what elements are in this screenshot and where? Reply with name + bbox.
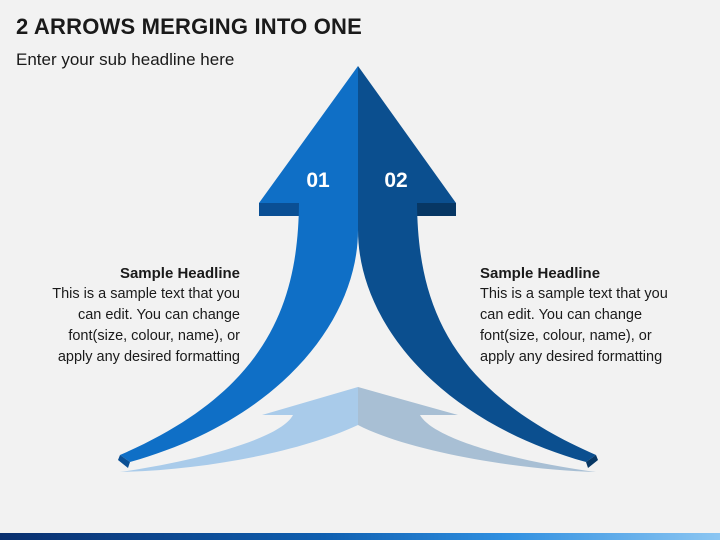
right-headline: Sample Headline — [480, 265, 601, 282]
ghost-arrow-right — [358, 387, 596, 472]
ghost-arrow-left — [120, 387, 358, 472]
arrow-02-shadow — [417, 203, 456, 216]
footer-bar — [0, 533, 720, 540]
arrow-01-edge — [118, 455, 130, 468]
arrow-02-edge — [586, 455, 598, 468]
arrow-01-shadow — [259, 203, 299, 216]
left-text-block: Sample Headline This is a sample text th… — [40, 263, 240, 368]
left-headline: Sample Headline — [119, 265, 240, 282]
left-body-line: This is a sample text that you — [52, 286, 240, 302]
arrow-01-number: 01 — [306, 169, 330, 192]
left-body-line: font(size, colour, name), or — [68, 328, 240, 344]
right-body-line: can edit. You can change — [480, 307, 643, 323]
left-body-line: can edit. You can change — [77, 307, 240, 323]
page-subtitle: Enter your sub headline here — [16, 50, 235, 69]
arrow-02-number: 02 — [384, 169, 407, 192]
right-body-line: apply any desired formatting — [480, 349, 663, 365]
right-body-line: font(size, colour, name), or — [480, 328, 652, 344]
arrow-01-body — [120, 66, 358, 462]
page-title: 2 ARROWS MERGING INTO ONE — [16, 14, 363, 39]
arrow-02-body — [358, 66, 596, 462]
right-text-block: Sample Headline This is a sample text th… — [480, 263, 680, 368]
right-body-line: This is a sample text that you — [480, 286, 668, 302]
left-body-line: apply any desired formatting — [57, 349, 240, 365]
